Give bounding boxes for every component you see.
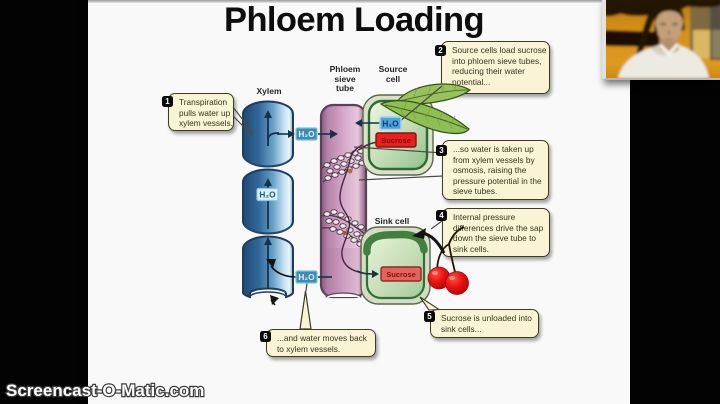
svg-text:H₂O: H₂O (298, 129, 315, 139)
svg-text:Screencast-O-Matic.com: Screencast-O-Matic.com (6, 381, 204, 400)
svg-text:Sucrose: Sucrose (386, 270, 416, 279)
svg-text:Sucrose: Sucrose (381, 136, 411, 145)
svg-text:H₂O: H₂O (259, 190, 276, 200)
svg-text:H₂O: H₂O (298, 272, 315, 282)
svg-text:H₂O: H₂O (382, 119, 399, 129)
